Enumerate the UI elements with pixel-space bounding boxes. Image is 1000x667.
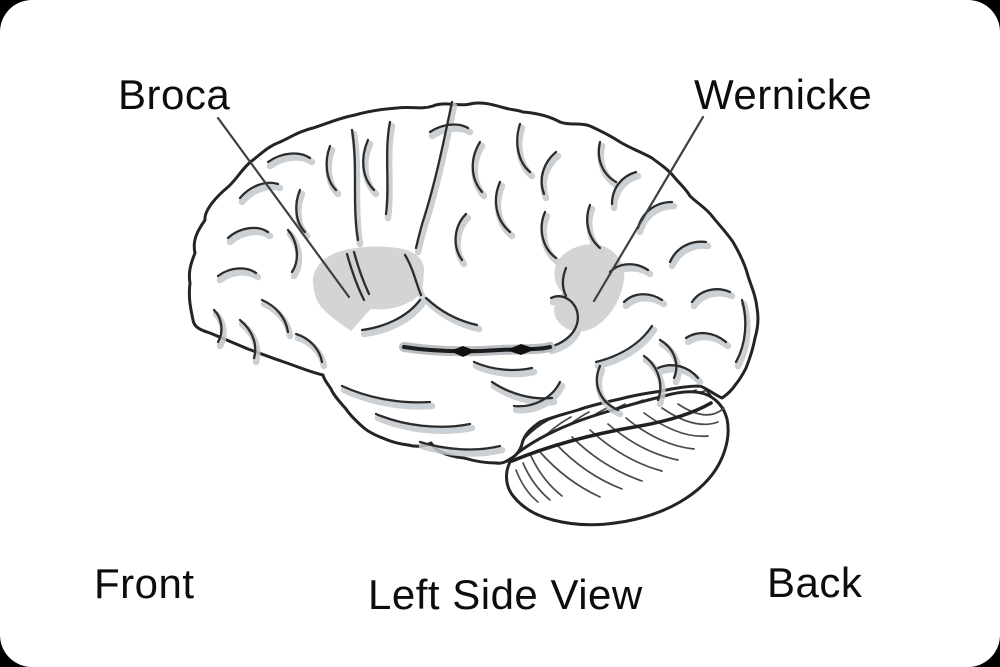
broca-area-shape	[312, 246, 425, 331]
broca-label: Broca	[118, 71, 231, 118]
view-title-label: Left Side View	[368, 571, 643, 618]
cerebellum-outline	[505, 390, 730, 527]
front-label: Front	[94, 560, 195, 607]
broca-leader-line	[216, 116, 351, 299]
cerebellum-fold-line	[510, 401, 713, 463]
wernicke-label: Wernicke	[694, 71, 873, 118]
wernicke-leader-line	[592, 115, 705, 303]
wernicke-area-shape	[554, 244, 625, 332]
sylvian-diamond-left	[450, 346, 476, 357]
sylvian-fissure	[402, 345, 552, 354]
sylvian-diamond-right	[506, 344, 536, 355]
back-label: Back	[767, 559, 863, 606]
